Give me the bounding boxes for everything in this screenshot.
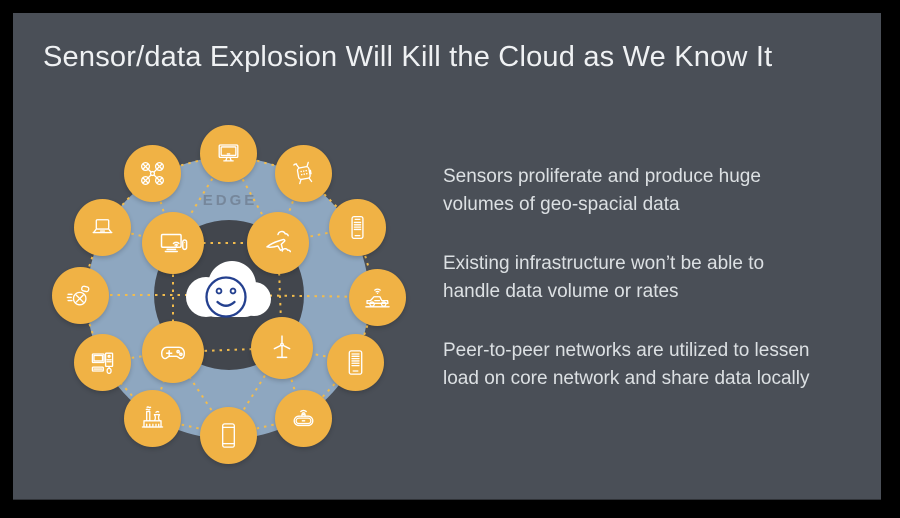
presentation-slide: Sensor/data Explosion Will Kill the Clou… bbox=[13, 13, 881, 500]
smart-tv-icon bbox=[156, 226, 190, 260]
cloud-smiley-icon bbox=[176, 255, 280, 321]
tablet-node bbox=[199, 406, 257, 464]
e-reader-icon bbox=[340, 347, 371, 378]
smartphone-icon bbox=[342, 212, 373, 243]
edge-label: EDGE bbox=[202, 192, 258, 209]
wind-turbine-node bbox=[251, 317, 313, 379]
wind-turbine-icon bbox=[265, 331, 299, 365]
tablet-icon bbox=[213, 420, 244, 451]
rolling-robot-node bbox=[51, 266, 109, 324]
gamepad-node bbox=[142, 321, 204, 383]
edge-network-diagram: EDGE bbox=[40, 110, 420, 490]
smart-tv-node bbox=[142, 212, 204, 274]
gamepad-icon bbox=[156, 335, 190, 369]
workstation-icon bbox=[87, 347, 118, 378]
laptop-icon bbox=[87, 212, 118, 243]
connected-car-icon bbox=[362, 282, 393, 313]
robot-vacuum-icon bbox=[288, 403, 319, 434]
airplane-icon bbox=[261, 226, 295, 260]
airplane-node bbox=[247, 212, 309, 274]
laptop-node bbox=[73, 198, 131, 256]
drone-icon bbox=[137, 158, 168, 189]
desktop-monitor-icon bbox=[213, 138, 244, 169]
bullet-3: Peer-to-peer networks are utilized to le… bbox=[443, 340, 810, 389]
slide-title: Sensor/data Explosion Will Kill the Clou… bbox=[43, 41, 773, 73]
workstation-node bbox=[73, 333, 131, 391]
smartwatch-icon bbox=[288, 158, 319, 189]
robot-vacuum-node bbox=[274, 389, 332, 447]
bullet-list: Sensors proliferate and produce huge vol… bbox=[443, 163, 818, 424]
connected-car-node bbox=[348, 268, 406, 326]
drone-node bbox=[123, 144, 181, 202]
factory-icon bbox=[137, 403, 168, 434]
factory-node bbox=[123, 389, 181, 447]
smartwatch-node bbox=[274, 144, 332, 202]
bullet-1: Sensors proliferate and produce huge vol… bbox=[443, 166, 761, 215]
smartphone-node bbox=[328, 198, 386, 256]
rolling-robot-icon bbox=[65, 280, 96, 311]
e-reader-node bbox=[326, 333, 384, 391]
desktop-monitor-node bbox=[199, 124, 257, 182]
bullet-2: Existing infrastructure won’t be able to… bbox=[443, 253, 765, 302]
